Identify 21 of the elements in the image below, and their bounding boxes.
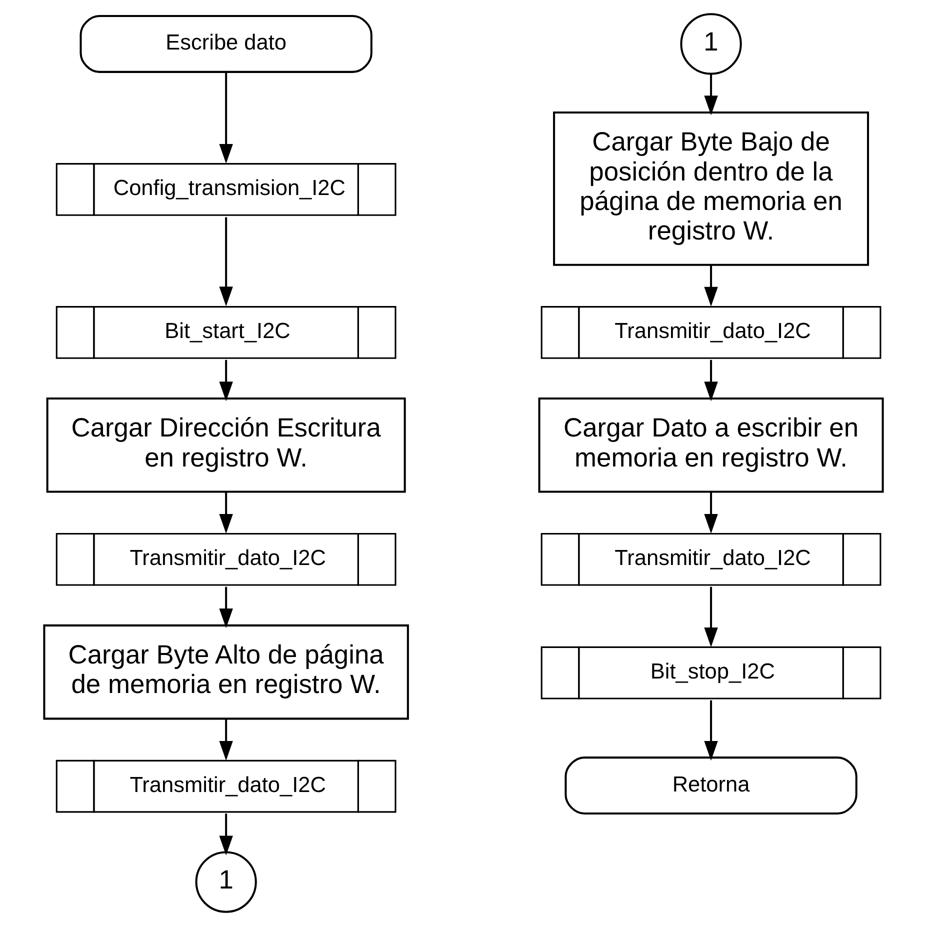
node-box: Retorna (564, 756, 858, 815)
arrow (219, 719, 233, 761)
arrow (704, 586, 718, 648)
node-box: Cargar Dirección Escritura en registro W. (46, 398, 406, 493)
arrow (704, 74, 718, 116)
arrow (704, 360, 718, 402)
arrow (704, 492, 718, 534)
node-circle: 1 (195, 851, 257, 913)
arrow (219, 72, 233, 164)
arrow (219, 217, 233, 306)
arrow (219, 492, 233, 534)
node-box: Cargar Byte Bajo de posición dentro de la página de memoria en registro W. (553, 112, 870, 266)
arrow (704, 265, 718, 307)
arrow (219, 814, 233, 856)
node-box: Cargar Dato a escribir en memoria en registro W. (538, 398, 884, 493)
node-box: Cargar Byte Alto de página de memoria en registro W. (43, 624, 409, 720)
arrow (219, 360, 233, 402)
node-box: Escribe dato (80, 14, 372, 73)
arrow (219, 586, 233, 628)
node-circle: 1 (680, 13, 742, 75)
arrow (704, 700, 718, 761)
